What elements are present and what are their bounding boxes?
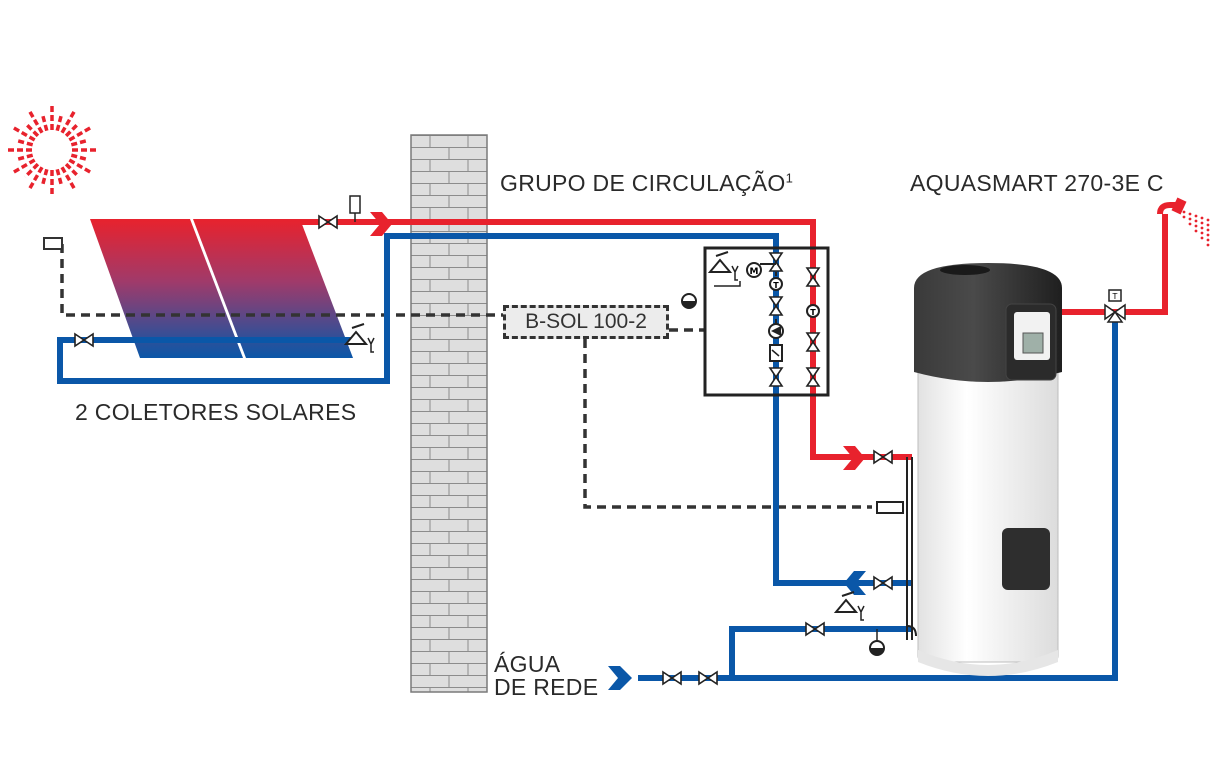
flow-arrows	[370, 212, 866, 690]
flow-arrow-icon	[844, 571, 866, 595]
thermometer-icon	[806, 304, 820, 318]
ball-valve-icon	[805, 621, 825, 637]
tank-title: AQUASMART 270-3E C	[910, 170, 1164, 196]
group-components: M T T	[681, 262, 885, 656]
safety-valves	[343, 251, 865, 621]
valves	[74, 214, 893, 686]
circulation-group-box	[703, 246, 830, 397]
ball-valve-icon	[74, 332, 94, 348]
svg-text:T: T	[810, 308, 816, 317]
solar-collectors	[90, 219, 353, 358]
water-label-line1: ÁGUA	[494, 651, 561, 677]
solar-panel-right	[193, 219, 353, 358]
group-title: GRUPO DE CIRCULAÇÃO1	[500, 170, 793, 197]
aquasmart-tank	[876, 263, 1062, 676]
manometer-icon	[746, 262, 762, 278]
safety-valve-icon	[707, 251, 739, 281]
flow-arrow-icon	[843, 446, 865, 470]
ball-valve-icon	[662, 670, 682, 686]
flow-arrow-icon	[608, 666, 632, 690]
tank-sensor-icon	[876, 501, 904, 514]
ball-valve-icon	[318, 214, 338, 230]
ball-valve-icon	[805, 367, 821, 387]
ball-valve-icon	[768, 296, 784, 316]
ball-valve-icon	[805, 332, 821, 352]
ball-valve-icon	[768, 252, 784, 272]
svg-text:T: T	[773, 281, 779, 290]
sun-icon	[6, 104, 98, 196]
brick-wall	[410, 134, 488, 693]
tank-access-cover	[1002, 528, 1050, 590]
svg-text:T: T	[1112, 292, 1118, 301]
svg-text:M: M	[750, 267, 759, 277]
ball-valve-icon	[873, 575, 893, 591]
safety-valve-icon	[343, 323, 375, 353]
controller-box: B-SOL 100-2	[503, 305, 669, 339]
air-vent-icon	[349, 195, 361, 214]
collector-sensor-icon	[43, 237, 63, 250]
water-label-line2: DE REDE	[494, 674, 599, 700]
flow-arrow-icon	[370, 212, 392, 236]
shower-icon	[1157, 197, 1210, 247]
cold-circuit	[57, 233, 1118, 681]
ball-valve-icon	[698, 670, 718, 686]
control-wiring	[60, 244, 872, 509]
collectors-label: 2 COLETORES SOLARES	[75, 399, 357, 425]
group-title-footnote: 1	[785, 170, 794, 186]
ball-valve-icon	[873, 449, 893, 465]
tank-display	[1022, 332, 1044, 354]
thermometer-icon	[769, 277, 783, 291]
ball-valve-icon	[805, 267, 821, 287]
ball-valve-icon	[768, 367, 784, 387]
safety-valve-icon	[833, 591, 865, 621]
solar-panel-left	[90, 219, 243, 358]
group-title-text: GRUPO DE CIRCULAÇÃO	[500, 170, 786, 196]
mixing-valve-icon: T	[1104, 289, 1126, 323]
